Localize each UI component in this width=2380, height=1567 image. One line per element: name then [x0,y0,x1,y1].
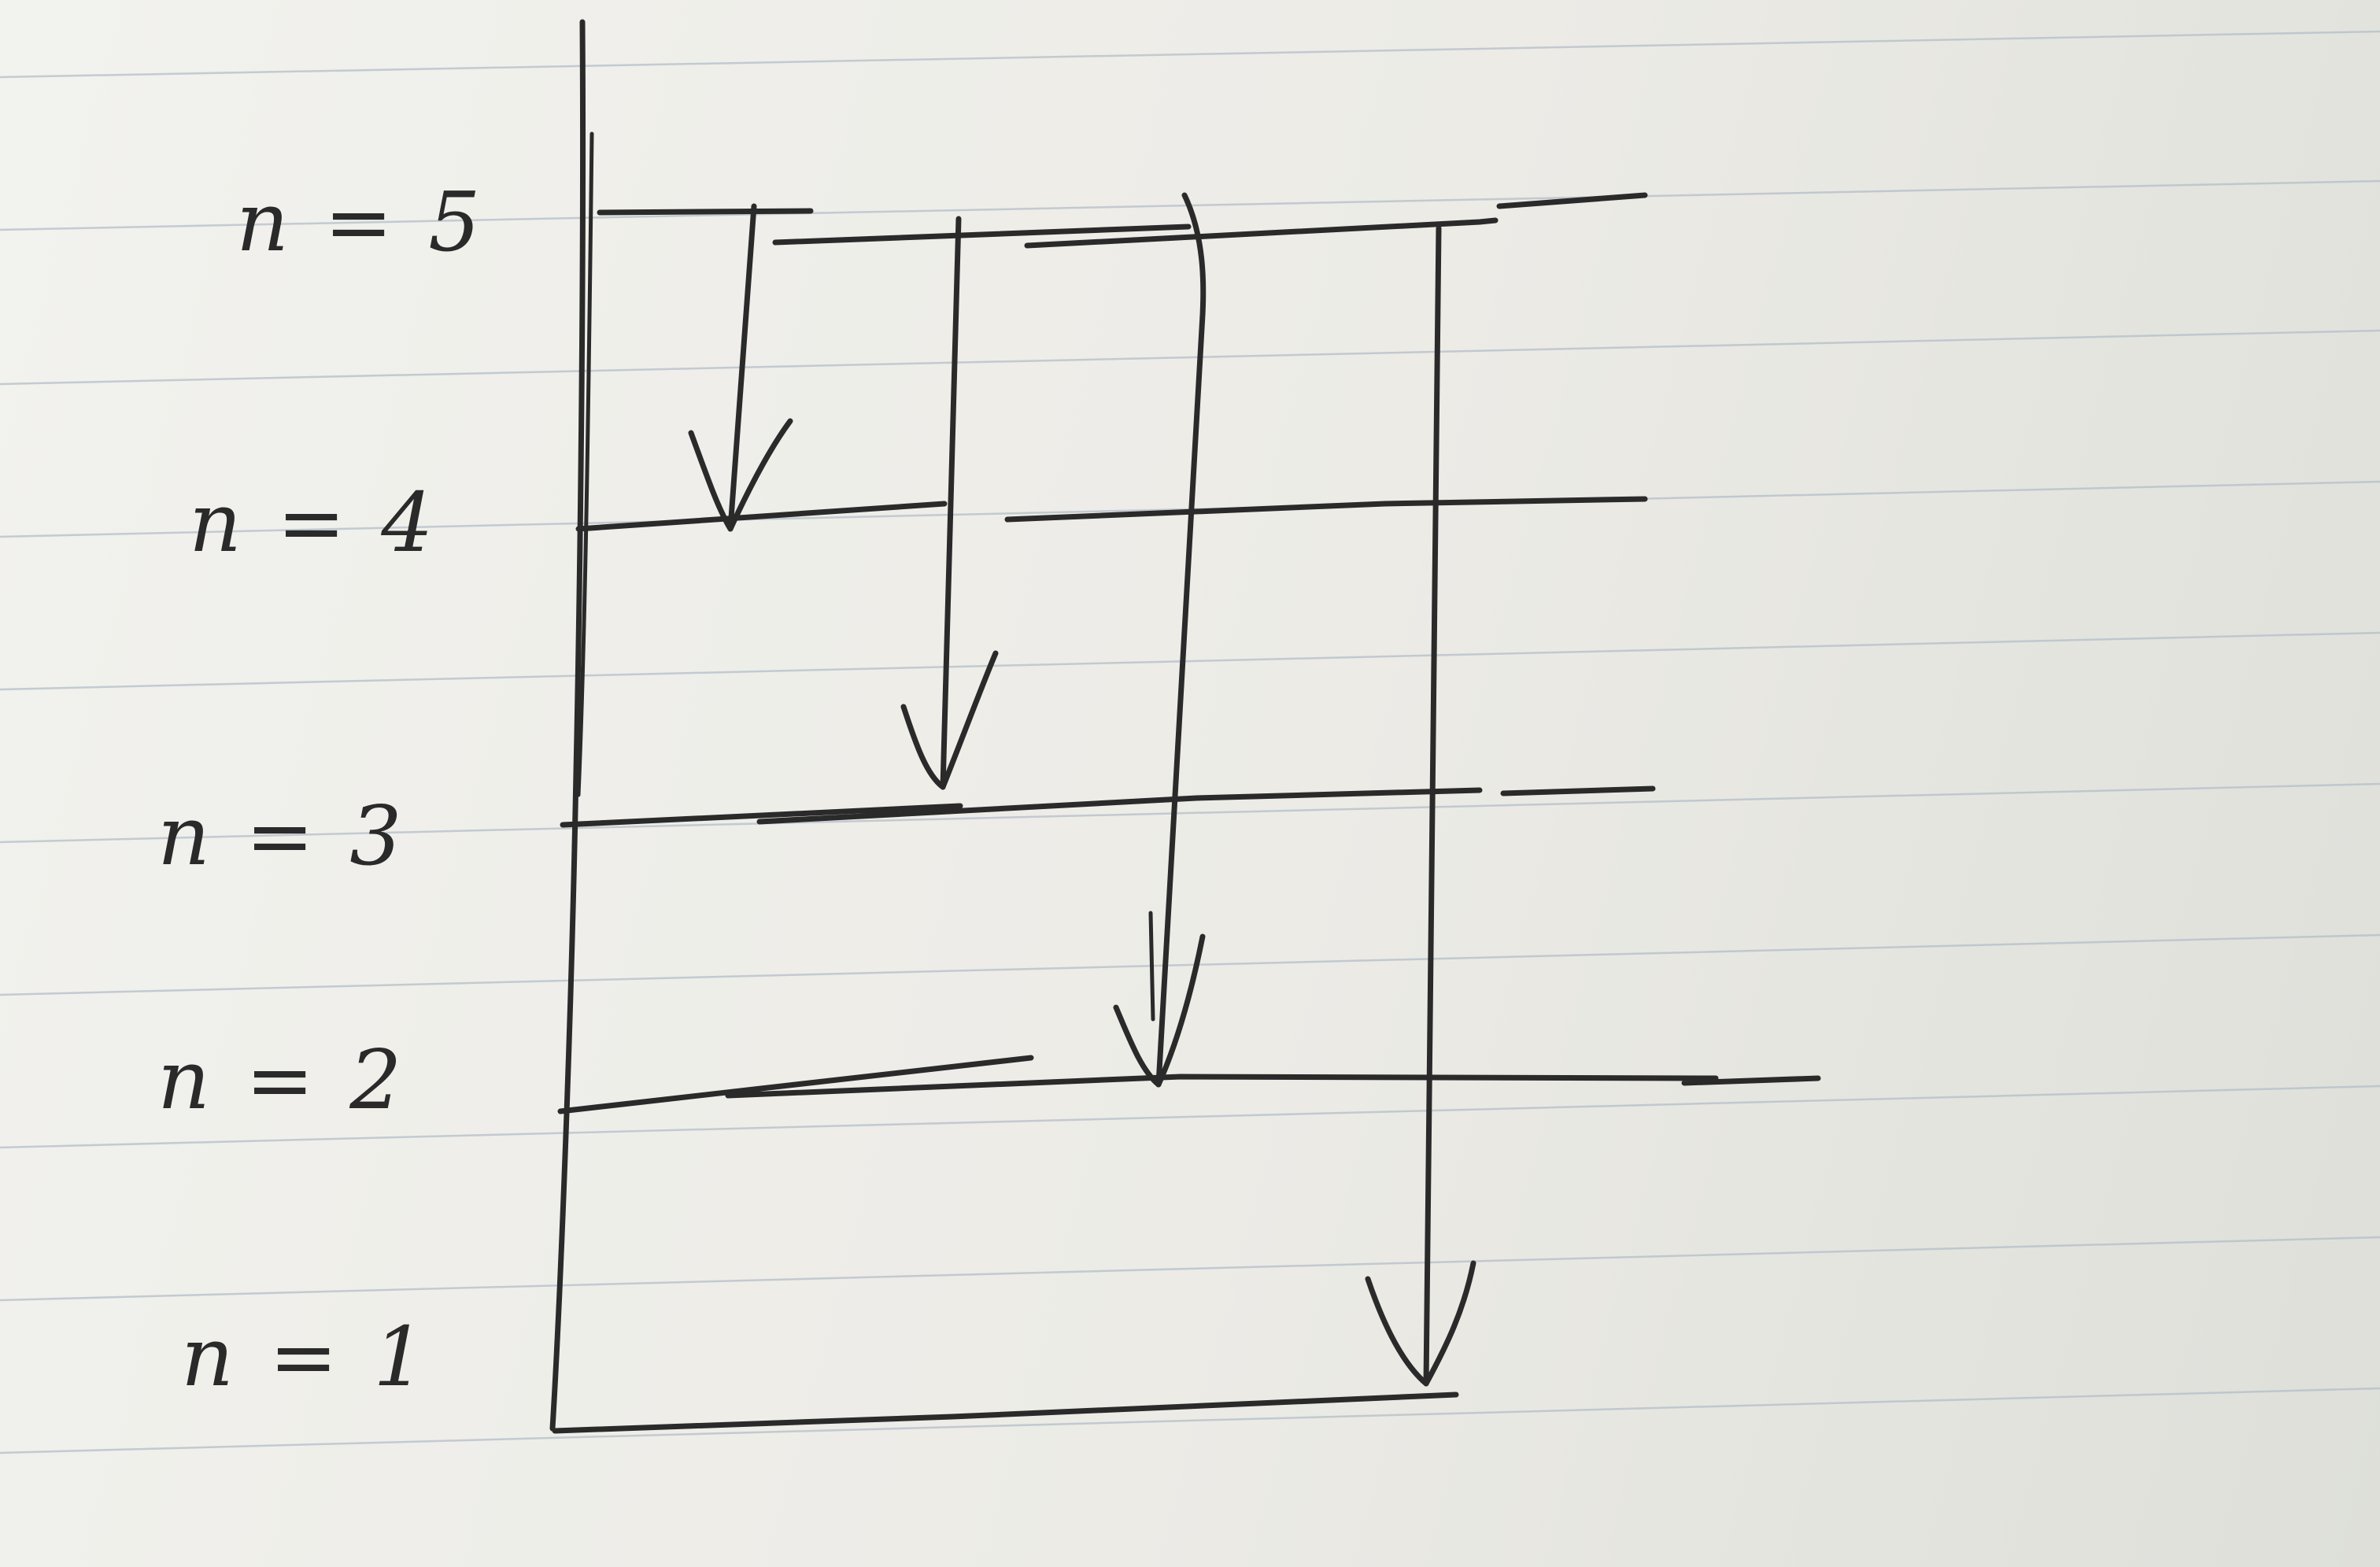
level-line-n5 [597,192,1648,249]
ruled-line [0,1236,2380,1302]
transition-arrow-5-to-4 [727,203,757,532]
ruled-line [0,329,2380,386]
energy-levels [552,192,1821,1434]
ruled-line [0,1085,2380,1149]
transitions [688,192,1476,1387]
arrowhead-icon [688,418,793,532]
level-line-n3 [560,785,1656,828]
energy-axis-line-overstroke [576,131,594,797]
level-label-n3: n = 3 [157,788,406,884]
level-line-n1 [552,1391,1459,1434]
level-label-n1: n = 1 [181,1309,430,1405]
arrowhead-icon [1365,1260,1476,1387]
ruled-line [0,933,2380,996]
transition-arrow-5-to-3 [940,216,962,790]
ruled-lines [0,30,2380,1454]
ruled-line [0,782,2380,844]
level-line-n2 [557,1055,1821,1114]
transition-arrow-5-to-2 [1155,192,1207,1088]
ruled-line [0,631,2380,691]
level-labels: n = 5 n = 4 n = 3 n = 2 n = 1 [157,174,485,1405]
level-line-n4 [575,496,1648,532]
energy-axis-line [549,19,586,1432]
ruled-line [0,1387,2380,1454]
level-label-n5: n = 5 [236,174,485,270]
level-label-n4: n = 4 [189,475,438,571]
level-label-n2: n = 2 [157,1032,406,1128]
ruled-line [0,30,2380,79]
transition-arrow-5-to-2-overstroke [1148,911,1155,1022]
transition-arrow-5-to-1 [1423,225,1442,1387]
arrowhead-icon [900,650,999,790]
arrowhead-icon [1113,933,1206,1088]
